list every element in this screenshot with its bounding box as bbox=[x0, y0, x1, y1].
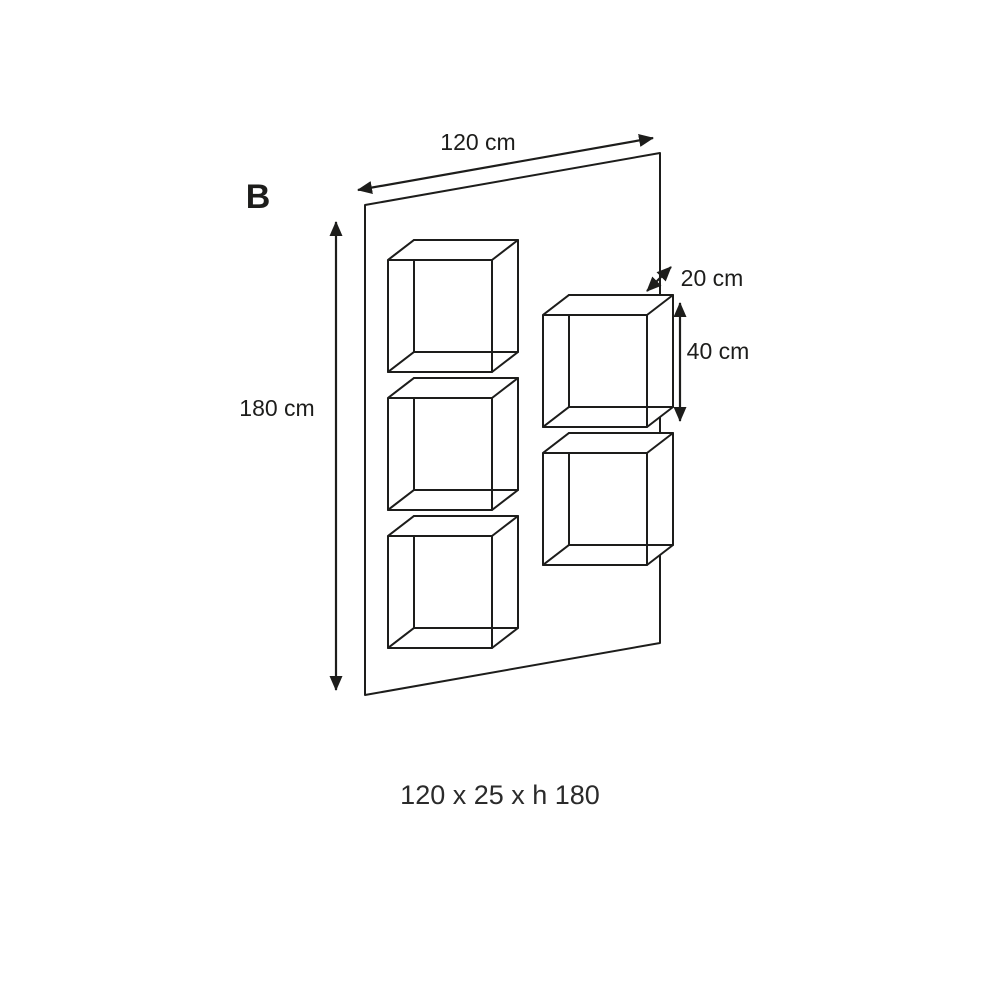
depth-dimension: 20 cm bbox=[646, 265, 744, 292]
depth-dimension-label: 20 cm bbox=[681, 265, 744, 291]
variant-label: B bbox=[246, 178, 271, 216]
shelf-face bbox=[542, 406, 674, 428]
shelf-face bbox=[542, 294, 674, 316]
height-dimension-label: 180 cm bbox=[239, 395, 314, 421]
shelf bbox=[387, 377, 519, 511]
height-dimension: 180 cm bbox=[239, 221, 343, 691]
shelf-face bbox=[542, 432, 674, 454]
spacing-dimension: 40 cm bbox=[673, 302, 750, 422]
shelf bbox=[387, 515, 519, 649]
shelf-face bbox=[387, 351, 519, 373]
size-caption: 120 x 25 x h 180 bbox=[400, 780, 600, 810]
shelf bbox=[542, 432, 674, 566]
width-dimension-arrow bbox=[357, 134, 654, 194]
shelf-face bbox=[387, 489, 519, 511]
shelf bbox=[387, 239, 519, 373]
shelf-face bbox=[387, 627, 519, 649]
spacing-dimension-label: 40 cm bbox=[687, 338, 750, 364]
width-dimension: 120 cm bbox=[357, 129, 654, 194]
shelf bbox=[542, 294, 674, 428]
width-dimension-label: 120 cm bbox=[440, 129, 515, 155]
shelf-face bbox=[542, 544, 674, 566]
depth-dimension-arrow bbox=[646, 266, 672, 292]
shelf-group bbox=[387, 239, 674, 649]
shelf-face bbox=[387, 377, 519, 399]
shelf-face bbox=[387, 239, 519, 261]
shelf-face bbox=[387, 515, 519, 537]
